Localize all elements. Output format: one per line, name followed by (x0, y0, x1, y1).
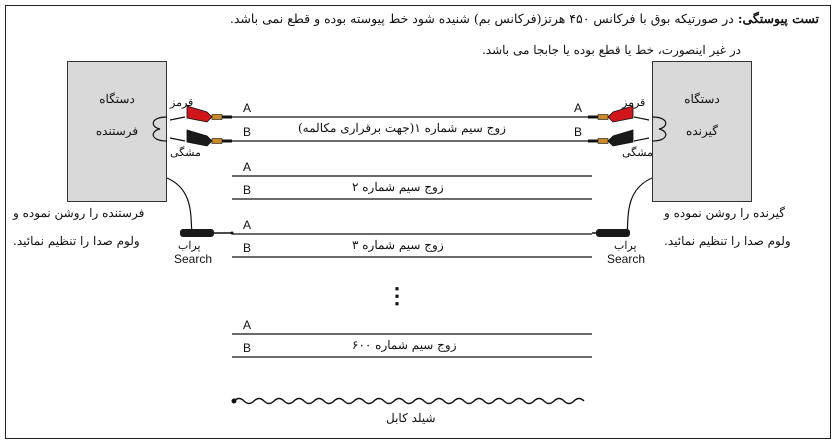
sender-label-2: فرستنده (95, 124, 139, 138)
pair-3-name: زوج سیم شماره ۳ (352, 238, 444, 252)
receiver-probe-search: Search (607, 252, 646, 266)
pair-1-label-b-left: B (243, 125, 252, 139)
sender-probe-label: پراب (178, 239, 201, 252)
receiver-black-clip-icon (588, 129, 634, 147)
sender-note-1: فرستنده را روشن نموده و (13, 206, 145, 220)
pair-1-label-b-right: B (574, 125, 583, 139)
pair-2-label-a: A (243, 160, 252, 174)
shield-label: شیلد کابل (386, 411, 436, 425)
sender-red-label: قرمز (170, 96, 194, 109)
receiver-label-2: گیرنده (686, 124, 718, 138)
receiver-red-label: قرمز (622, 96, 646, 109)
sender-device: دستگاه فرستنده (67, 61, 167, 202)
pair-1-label-a-right: A (574, 101, 583, 115)
receiver-probe-icon (592, 229, 630, 237)
pair-1-name: زوج سیم شماره ۱(جهت برقراری مکالمه) (298, 121, 506, 135)
receiver-device: دستگاه گیرنده (652, 61, 752, 202)
receiver-black-label: مشگی (622, 146, 653, 159)
receiver-note-1: گیرنده را روشن نموده و (664, 206, 785, 220)
title-line1: در صورتیکه بوق با فرکانس ۴۵۰ هرتز(فرکانس… (229, 11, 734, 26)
pair-1-label-a-left: A (243, 101, 252, 115)
sender-clip-bracket (152, 116, 168, 142)
sender-black-label: مشگی (170, 146, 201, 159)
pair-600-label-b: B (243, 341, 252, 355)
title-bold: تست پیوستگی: (737, 11, 819, 26)
header-line-1: تست پیوستگی: در صورتیکه بوق با فرکانس ۴۵… (230, 11, 819, 26)
pair-600-name: زوج سیم شماره ۶۰۰ (352, 338, 457, 352)
pair-3-label-a: A (243, 218, 252, 232)
shield-end-dot (231, 398, 237, 404)
receiver-note-2: ولوم صدا را تنظیم نمائید. (664, 234, 791, 248)
sender-red-clip-icon (186, 105, 232, 123)
sender-note-2: ولوم صدا را تنظیم نمائید. (13, 234, 140, 248)
sender-probe-icon (180, 229, 234, 237)
pair-2-name: زوج سیم شماره ۲ (352, 180, 444, 194)
diagram-frame (5, 5, 831, 439)
title-line2: در غیر اینصورت، خط یا قطع بوده یا جابجا … (481, 43, 741, 57)
receiver-label-1: دستگاه (684, 92, 720, 106)
receiver-red-clip-icon (588, 105, 634, 123)
sender-black-clip-icon (186, 129, 232, 147)
pair-2-label-b: B (243, 183, 252, 197)
receiver-clip-bracket (651, 116, 667, 142)
receiver-probe-cable (626, 177, 653, 233)
sender-probe-search: Search (174, 252, 213, 266)
receiver-probe-label: پراب (614, 239, 637, 252)
ellipsis: ⋮ (386, 283, 408, 309)
sender-label-1: دستگاه (99, 92, 135, 106)
sender-probe-cable (166, 177, 193, 233)
pair-3-label-b: B (243, 241, 252, 255)
shield-line (233, 397, 585, 405)
pair-600-label-a: A (243, 318, 252, 332)
